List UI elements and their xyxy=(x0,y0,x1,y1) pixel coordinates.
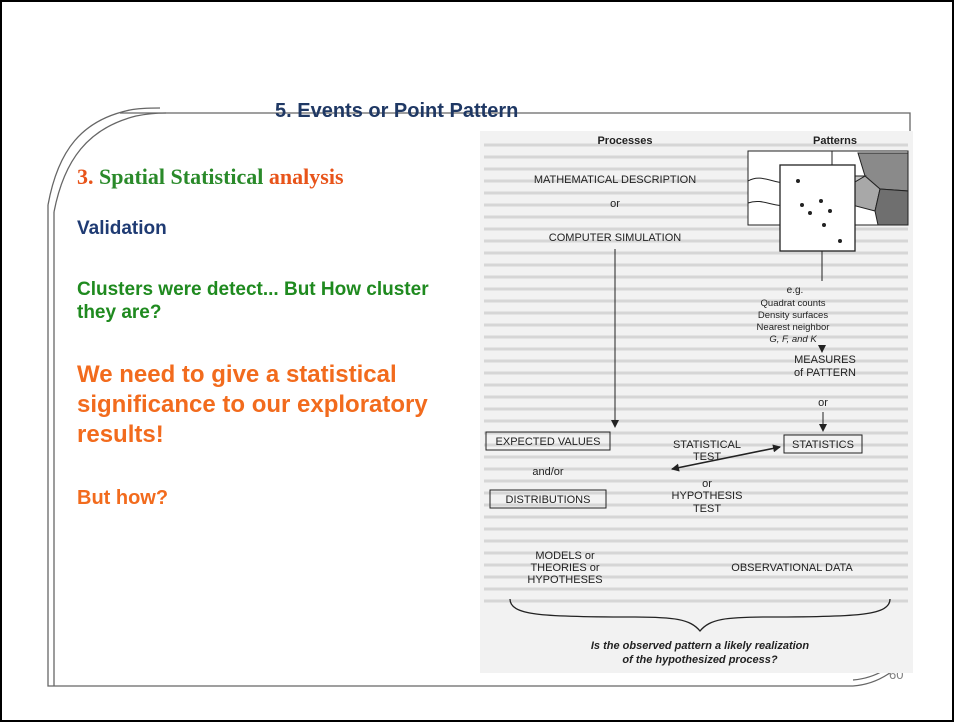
eg-line-2: Density surfaces xyxy=(758,310,828,321)
faint-scan-text xyxy=(484,143,908,603)
statistics-box xyxy=(783,434,863,454)
validation-label: Validation xyxy=(77,218,167,239)
question-line-1: Is the observed pattern a likely realiza… xyxy=(591,640,810,652)
expected-values-label: EXPECTED VALUES xyxy=(496,436,601,448)
expected-values-box xyxy=(485,431,611,451)
test-label-2: TEST xyxy=(693,503,721,515)
or-label-3: or xyxy=(702,478,712,490)
bottom-brace xyxy=(509,598,891,633)
computer-simulation-label: COMPUTER SIMULATION xyxy=(549,232,681,244)
hypothesis-label: HYPOTHESIS xyxy=(672,490,743,502)
clusters-question: Clusters were detect... But How cluster … xyxy=(77,279,429,323)
distributions-label: DISTRIBUTIONS xyxy=(506,494,591,506)
question-line-2: of the hypothesized process? xyxy=(622,654,778,666)
models-label-2: THEORIES or xyxy=(530,562,599,574)
models-label-1: MODELS or xyxy=(535,550,595,562)
observational-data-label: OBSERVATIONAL DATA xyxy=(731,562,853,574)
section-heading-statistical: Statistical xyxy=(170,164,269,189)
col-patterns: Patterns xyxy=(813,135,857,147)
eg-line-3: Nearest neighbor xyxy=(757,322,830,333)
models-label-3: HYPOTHESES xyxy=(527,574,602,586)
and-or-label: and/or xyxy=(532,466,564,478)
statistics-label: STATISTICS xyxy=(792,439,854,451)
distributions-box xyxy=(489,489,607,509)
process-pattern-diagram: Processes Patterns MATHEMATICAL DESCRIPT… xyxy=(480,131,913,673)
section-heading-analysis: analysis xyxy=(268,164,344,189)
eg-line-4: G, F, and K xyxy=(769,334,817,345)
pattern-maps xyxy=(747,150,909,252)
or-label-2: or xyxy=(818,397,828,409)
but-how-question: But how? xyxy=(77,487,169,509)
section-heading: 3. Spatial Statistical analysis xyxy=(77,164,344,190)
arrow-statistical-test xyxy=(671,444,781,472)
or-label-1: or xyxy=(610,198,620,210)
slide-title: 5. Events or Point Pattern xyxy=(275,100,519,122)
col-processes: Processes xyxy=(597,135,652,147)
measures-label-2: of PATTERN xyxy=(794,367,856,379)
math-description-label: MATHEMATICAL DESCRIPTION xyxy=(534,174,696,186)
section-heading-spatial: Spatial xyxy=(99,164,171,189)
measures-label-1: MEASURES xyxy=(794,354,856,366)
section-heading-number: 3. xyxy=(77,164,99,189)
statistical-significance-statement: We need to give a statistical significan… xyxy=(77,361,428,448)
eg-line-1: Quadrat counts xyxy=(761,298,826,309)
eg-label: e.g. xyxy=(787,285,804,296)
statistical-label: STATISTICAL xyxy=(673,439,741,451)
